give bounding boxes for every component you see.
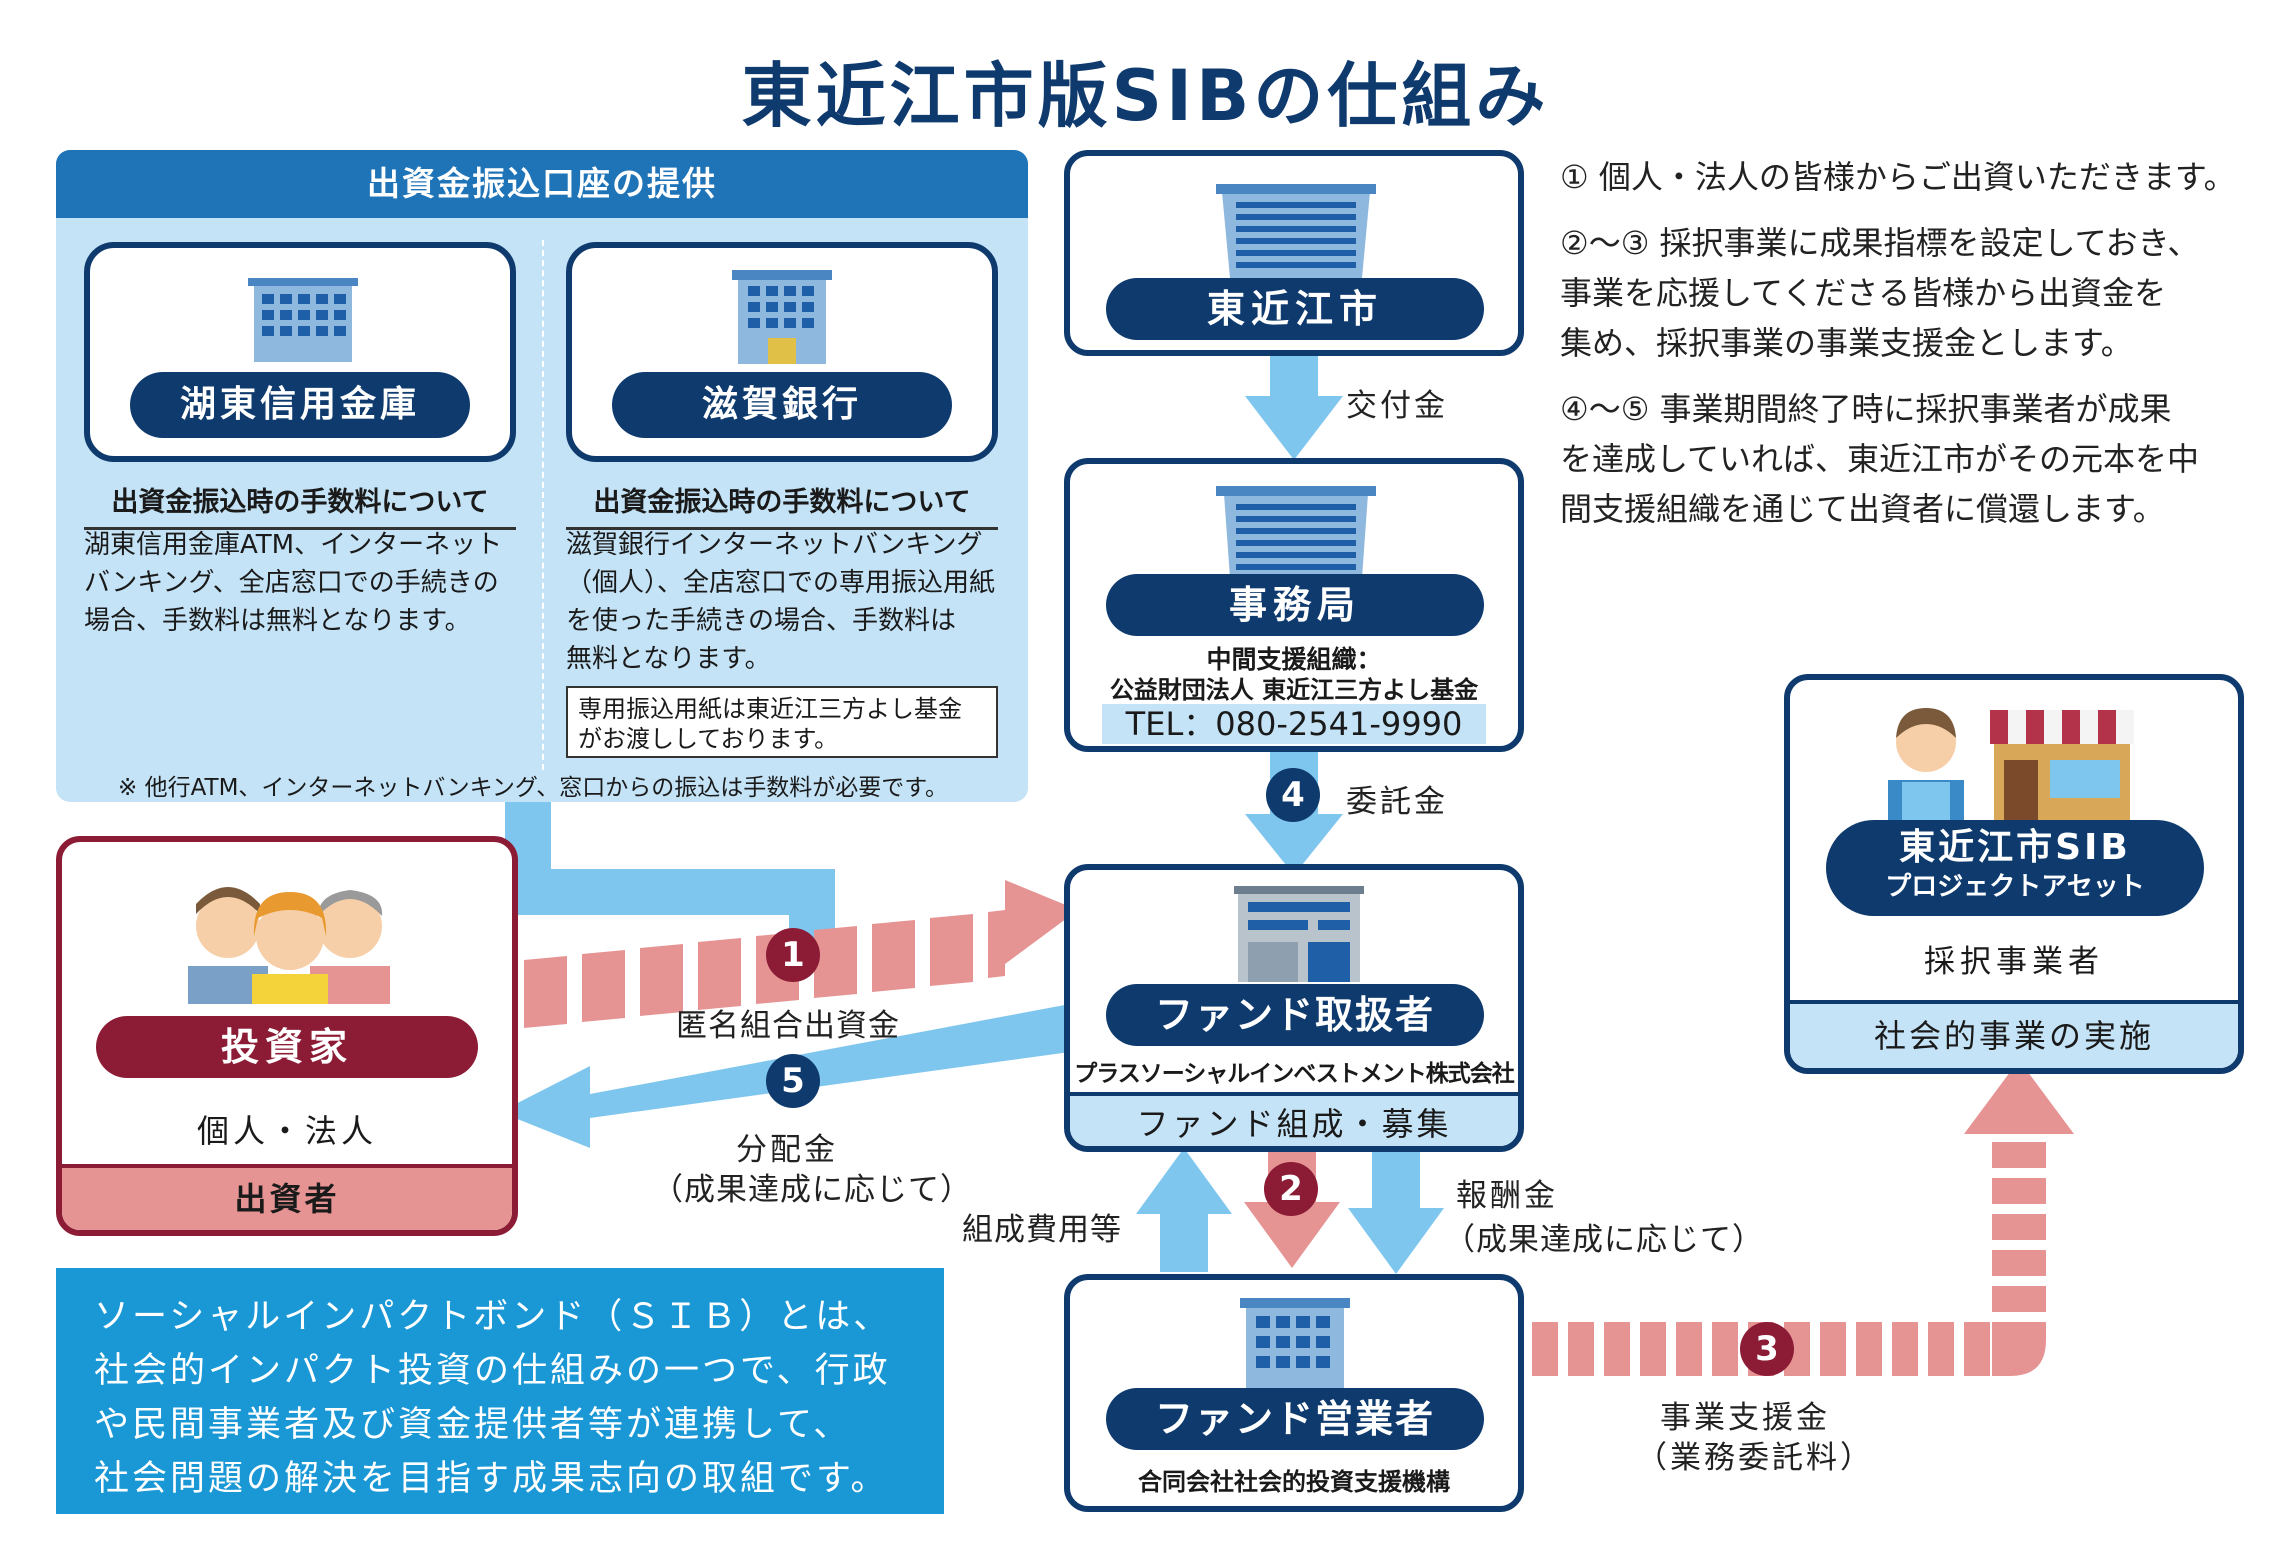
reward-note: （成果達成に応じて） — [1444, 1222, 1764, 1258]
support-label: 事業支援金 — [1660, 1400, 1830, 1436]
explanation-p2-line: 事業を応援してくださる皆様から出資金を — [1560, 274, 2167, 312]
investment-arrow — [524, 880, 1078, 1028]
bank2-fee-line: 滋賀銀行インターネットバンキング — [566, 530, 983, 560]
grant-arrow-head — [1245, 396, 1343, 460]
panel-footnote: ※ 他行ATM、インターネットバンキング、窓口からの振込は手数料が必要です。 — [118, 775, 948, 801]
commission-label: 委託金 — [1346, 784, 1448, 820]
account-provider-panel: 出資金振込口座の提供 湖東信用金庫 出資金振込時の手数料について 湖東信用金庫A… — [56, 150, 1028, 802]
bank2-fee-line: （個人）、全店窓口での専用振込用紙 — [566, 568, 996, 598]
bank2-fee-line: 無料となります。 — [566, 644, 771, 674]
fund-handler-card: ファンド取扱者 プラスソーシャルインベストメント株式会社 ファンド組成・募集 — [1064, 864, 1524, 1152]
bank1-fee-line: バンキング、全店窓口での手続きの — [84, 568, 499, 598]
project-card: 東近江市SIB プロジェクトアセット 採択事業者 社会的事業の実施 — [1784, 674, 2244, 1074]
dividend-label: 分配金 — [736, 1132, 838, 1168]
bank2-fee-heading: 出資金振込時の手数料について — [566, 480, 998, 530]
reward-arrow-shaft — [1372, 1150, 1420, 1216]
formation-cost-arrow-head — [1136, 1148, 1232, 1214]
reward-arrow-head — [1348, 1208, 1444, 1274]
grant-label: 交付金 — [1346, 388, 1448, 424]
secretariat-sub1: 中間支援組織： — [1206, 645, 1382, 674]
sib-definition-line: 社会問題の解決を目指す成果志向の取組です。 — [94, 1459, 889, 1499]
bank1-fee-body: 湖東信用金庫ATM、インターネット バンキング、全店窓口での手続きの 場合、手数… — [84, 526, 524, 640]
support-note: （業務委託料） — [1636, 1440, 1874, 1476]
investor-role: 出資者 — [62, 1164, 512, 1230]
secretariat-tel: TEL：080-2541-9990 — [1102, 704, 1486, 744]
support-arrow — [1532, 1060, 2074, 1376]
step-2-badge: 2 — [1264, 1162, 1318, 1216]
fund-operator-name: ファンド営業者 — [1106, 1388, 1484, 1450]
explanation-p2-line: 集め、採択事業の事業支援金とします。 — [1560, 324, 2133, 362]
sib-definition-line: ソーシャルインパクトボンド（ＳＩＢ）とは、 — [94, 1297, 892, 1337]
company-building-icon — [1234, 886, 1364, 982]
people-icon — [188, 887, 390, 1004]
fund-handler-name: ファンド取扱者 — [1106, 984, 1484, 1046]
step-5-badge: 5 — [766, 1054, 820, 1108]
explanation-p3-line: ④～⑤ 事業期間終了時に採択事業者が成果 — [1560, 390, 2172, 428]
investor-name: 投資家 — [96, 1016, 478, 1078]
formation-cost-arrow-shaft — [1160, 1206, 1208, 1272]
shop-icon — [1990, 710, 2134, 820]
bank1-fee-line: 場合、手数料は無料となります。 — [84, 606, 471, 636]
anonymous-investment-label: 匿名組合出資金 — [676, 1008, 900, 1044]
bank-building-icon — [732, 270, 832, 364]
bank2-fee-body: 滋賀銀行インターネットバンキング （個人）、全店窓口での専用振込用紙 を使った手… — [566, 526, 1016, 678]
fund-handler-company: プラスソーシャルインベストメント株式会社 — [1074, 1061, 1515, 1087]
project-name-line2: プロジェクトアセット — [1885, 872, 2145, 902]
bank2-fee-line: を使った手続きの場合、手数料は — [566, 606, 957, 636]
bank-building-icon — [248, 278, 358, 362]
explanation-text: ① 個人・法人の皆様からご出資いただきます。 ②～③ 採択事業に成果指標を設定し… — [1560, 152, 2270, 534]
step-1-badge: 1 — [766, 928, 820, 982]
reward-label: 報酬金 — [1456, 1178, 1558, 1214]
explanation-p3-line: 間支援組織を通じて出資者に償還します。 — [1560, 490, 2165, 528]
office-building-icon — [1216, 486, 1376, 578]
fund-operator-card: ファンド営業者 合同会社社会的投資支援機構 — [1064, 1274, 1524, 1512]
step-4-badge: 4 — [1266, 768, 1320, 822]
city-card: 東近江市 — [1064, 150, 1524, 356]
sib-definition-line: 社会的インパクト投資の仕組みの一つで、行政 — [94, 1351, 891, 1391]
dividend-note: （成果達成に応じて） — [652, 1172, 972, 1208]
explanation-p1: ① 個人・法人の皆様からご出資いただきます。 — [1560, 158, 2236, 196]
bank1-fee-heading: 出資金振込時の手数料について — [84, 480, 516, 530]
sib-definition: ソーシャルインパクトボンド（ＳＩＢ）とは、 社会的インパクト投資の仕組みの一つで… — [56, 1268, 944, 1514]
page-title: 東近江市版SIBの仕組み — [741, 55, 1550, 137]
city-hall-icon — [1216, 184, 1376, 278]
commission-arrow-head — [1245, 814, 1343, 875]
bank2-note: 専用振込用紙は東近江三方よし基金 がお渡ししております。 — [566, 686, 998, 758]
bank2-note-line: がお渡ししております。 — [578, 725, 839, 753]
account-connector — [505, 802, 835, 940]
worker-icon — [1888, 708, 1964, 820]
operator-building-icon — [1240, 1298, 1350, 1398]
bank1-name: 湖東信用金庫 — [130, 372, 470, 438]
investor-card: 投資家 個人・法人 出資者 — [56, 836, 518, 1236]
sib-definition-line: や民間事業者及び資金提供者等が連携して、 — [94, 1405, 852, 1445]
formation-cost-label: 組成費用等 — [962, 1212, 1122, 1248]
investor-type: 個人・法人 — [196, 1112, 377, 1150]
bank2-name: 滋賀銀行 — [612, 372, 952, 438]
fund-handler-role: ファンド組成・募集 — [1070, 1092, 1518, 1146]
secretariat-sub2: 公益財団法人 東近江三方よし基金 — [1109, 676, 1479, 704]
bank1-card: 湖東信用金庫 — [84, 242, 516, 462]
bank2-note-line: 専用振込用紙は東近江三方よし基金 — [578, 695, 962, 723]
fund-operator-company: 合同会社社会的投資支援機構 — [1138, 1468, 1450, 1496]
panel-divider — [542, 240, 544, 770]
grant-arrow-shaft — [1270, 352, 1318, 404]
project-name-line1: 東近江市SIB — [1899, 827, 2131, 868]
secretariat-card: 事務局 中間支援組織： 公益財団法人 東近江三方よし基金 TEL：080-254… — [1064, 458, 1524, 752]
city-name: 東近江市 — [1106, 278, 1484, 340]
step2-arrow-head — [1244, 1202, 1340, 1268]
secretariat-name: 事務局 — [1106, 574, 1484, 636]
step-3-badge: 3 — [1740, 1322, 1794, 1376]
bank2-card: 滋賀銀行 — [566, 242, 998, 462]
project-operator: 採択事業者 — [1924, 944, 2104, 980]
project-name: 東近江市SIB プロジェクトアセット — [1826, 820, 2204, 916]
bank1-fee-line: 湖東信用金庫ATM、インターネット — [84, 530, 503, 560]
project-role: 社会的事業の実施 — [1790, 1000, 2238, 1068]
explanation-p3-line: を達成していれば、東近江市がその元本を中 — [1560, 440, 2200, 478]
explanation-p2-line: ②～③ 採択事業に成果指標を設定しておき、 — [1560, 224, 2200, 262]
panel-header: 出資金振込口座の提供 — [56, 150, 1028, 218]
